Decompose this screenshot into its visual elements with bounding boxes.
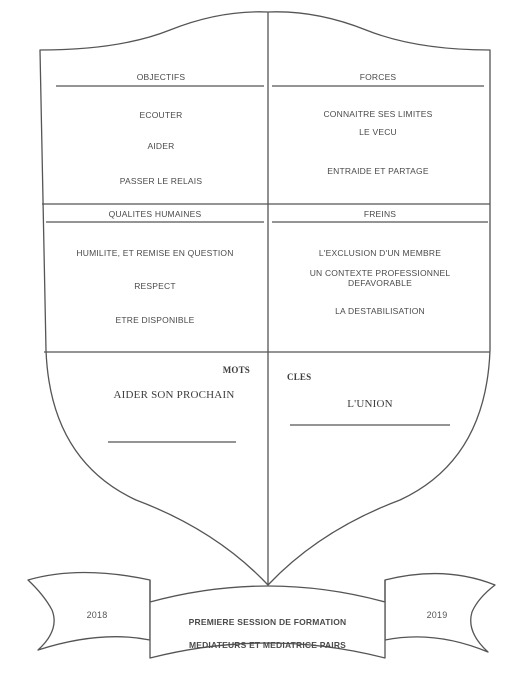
qualites-title: QUALITES HUMAINES xyxy=(46,209,264,219)
forces-item-2: LE VECU xyxy=(272,127,484,137)
freins-item-2: UN CONTEXTE PROFESSIONNEL xyxy=(272,268,488,278)
objectifs-title: OBJECTIFS xyxy=(58,72,264,82)
mots-value: AIDER SON PROCHAIN xyxy=(90,389,258,401)
forces-item-1: CONNAITRE SES LIMITES xyxy=(272,109,484,119)
qualites-item-1: HUMILITE, ET REMISE EN QUESTION xyxy=(46,248,264,258)
freins-item-3: DEFAVORABLE xyxy=(272,278,488,288)
banner-line-1: PREMIERE SESSION DE FORMATION xyxy=(150,617,385,627)
cles-label: CLES xyxy=(287,372,337,382)
forces-item-3: ENTRAIDE ET PARTAGE xyxy=(272,166,484,176)
freins-item-4: LA DESTABILISATION xyxy=(272,306,488,316)
qualites-item-2: RESPECT xyxy=(46,281,264,291)
qualites-item-3: ETRE DISPONIBLE xyxy=(46,315,264,325)
objectifs-item-2: AIDER xyxy=(58,141,264,151)
banner-line-2: MEDIATEURS ET MEDIATRICE PAIRS xyxy=(150,640,385,650)
mots-label: MOTS xyxy=(200,365,250,375)
forces-title: FORCES xyxy=(272,72,484,82)
objectifs-item-1: ECOUTER xyxy=(58,110,264,120)
shield-outline xyxy=(40,12,490,585)
objectifs-item-3: PASSER LE RELAIS xyxy=(58,176,264,186)
banner-year-left: 2018 xyxy=(72,610,122,620)
freins-item-1: L'EXCLUSION D'UN MEMBRE xyxy=(272,248,488,258)
cles-value: L'UNION xyxy=(290,398,450,410)
freins-title: FREINS xyxy=(272,209,488,219)
banner-year-right: 2019 xyxy=(412,610,462,620)
